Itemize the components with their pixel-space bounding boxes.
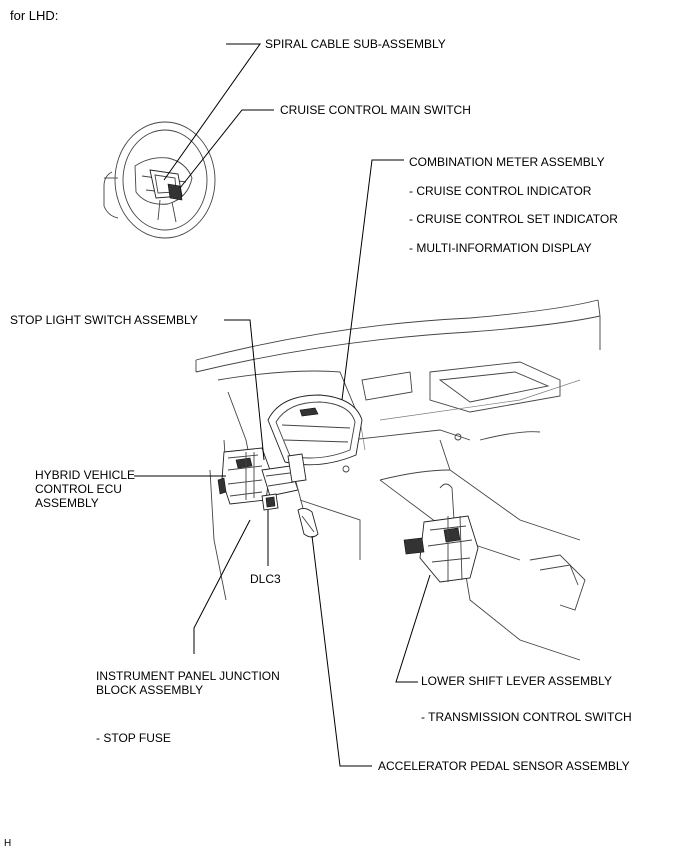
label-hybrid-ecu-line1: HYBRID VEHICLE xyxy=(35,468,136,482)
label-combination-meter: COMBINATION METER ASSEMBLY xyxy=(409,155,605,169)
label-spiral-cable: SPIRAL CABLE SUB-ASSEMBLY xyxy=(265,37,446,51)
label-junction-block-line1: INSTRUMENT PANEL JUNCTION xyxy=(96,669,280,683)
leader-accelerator xyxy=(311,535,372,767)
label-accelerator-pedal: ACCELERATOR PEDAL SENSOR ASSEMBLY xyxy=(378,759,630,773)
steering-wheel-drawing xyxy=(103,121,216,239)
label-transmission-switch: - TRANSMISSION CONTROL SWITCH xyxy=(421,710,632,724)
footer-code: H xyxy=(4,838,12,849)
leader-junction-block xyxy=(193,519,251,654)
label-dlc3: DLC3 xyxy=(250,572,281,586)
hybrid-ecu-drawing xyxy=(217,447,271,505)
label-junction-block-line2: BLOCK ASSEMBLY xyxy=(96,683,204,697)
label-cruise-main-switch: CRUISE CONTROL MAIN SWITCH xyxy=(280,103,471,117)
junction-block-drawing xyxy=(261,465,299,511)
label-cruise-indicator: - CRUISE CONTROL INDICATOR xyxy=(409,184,592,198)
leader-shift-lever xyxy=(395,574,431,683)
combination-meter-drawing xyxy=(267,394,363,466)
dashboard-drawing xyxy=(195,299,601,661)
label-hybrid-ecu-line3: ASSEMBLY xyxy=(35,496,99,510)
label-multi-info-display: - MULTI-INFORMATION DISPLAY xyxy=(409,241,592,255)
label-hybrid-ecu-line2: CONTROL ECU xyxy=(35,482,122,496)
leader-combination-meter xyxy=(341,159,404,401)
label-stop-fuse: - STOP FUSE xyxy=(96,731,171,745)
label-cruise-set-indicator: - CRUISE CONTROL SET INDICATOR xyxy=(409,212,618,226)
leader-lines xyxy=(134,43,431,767)
shift-lever-drawing xyxy=(403,483,479,583)
leader-spiral-cable xyxy=(163,43,261,181)
pedal-drawing xyxy=(287,453,319,538)
page-title: for LHD: xyxy=(10,8,59,23)
label-stop-light-switch: STOP LIGHT SWITCH ASSEMBLY xyxy=(10,313,198,327)
label-lower-shift-lever: LOWER SHIFT LEVER ASSEMBLY xyxy=(421,674,612,688)
leader-stop-light xyxy=(224,319,265,461)
leader-cruise-switch xyxy=(179,109,274,189)
